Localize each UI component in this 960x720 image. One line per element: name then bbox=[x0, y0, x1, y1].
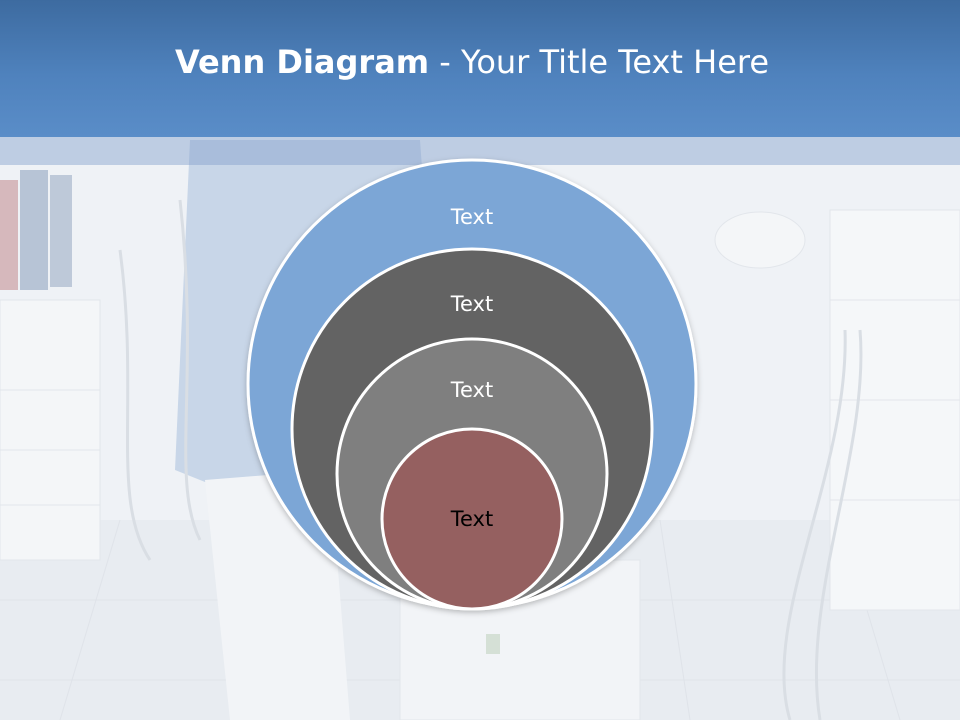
slide-title: Venn Diagram - Your Title Text Here bbox=[0, 42, 944, 82]
venn-circle-4[interactable] bbox=[380, 427, 564, 611]
venn-label-2: Text bbox=[450, 292, 493, 316]
title-rest: - Your Title Text Here bbox=[429, 43, 770, 81]
title-bar bbox=[0, 0, 960, 137]
venn-label-1: Text bbox=[450, 205, 493, 229]
venn-label-4: Text bbox=[450, 507, 493, 531]
title-bold: Venn Diagram bbox=[174, 43, 430, 81]
venn-label-3: Text bbox=[450, 378, 493, 402]
